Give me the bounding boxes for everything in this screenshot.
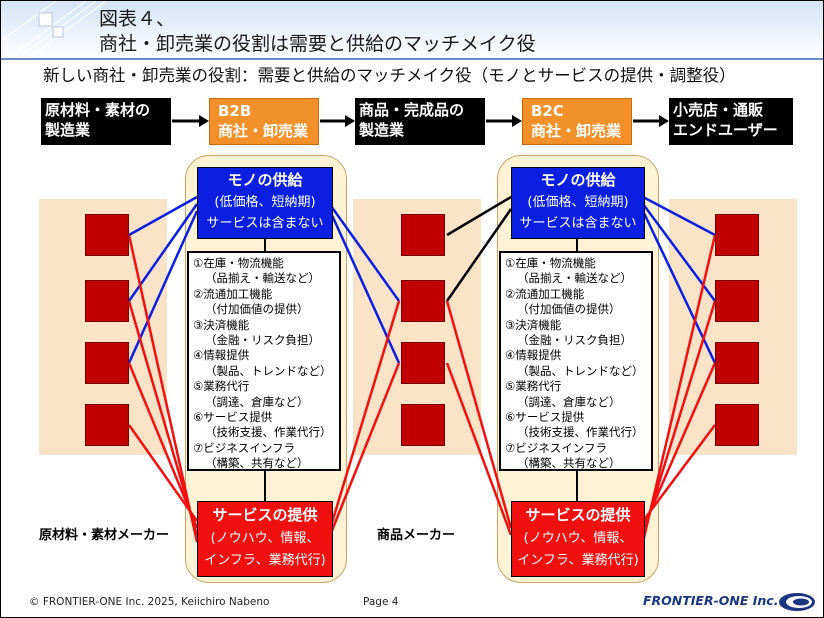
- function-7-detail: （構築、共有など）: [517, 456, 621, 471]
- header-divider: [1, 58, 823, 60]
- product-maker-square-1: [401, 214, 445, 256]
- stage-retail-enduser: 小売店・通販 エンドユーザー: [669, 98, 793, 145]
- b2b-functions-list: ①在庫・物流機能 （品揃え・輸送など） ②流通加工機能 （付加価値の提供） ③決…: [187, 251, 341, 471]
- function-2: ②流通加工機能: [505, 286, 585, 301]
- goods-supply-title: モノの供給: [227, 171, 303, 189]
- raw-maker-square-4: [85, 404, 129, 446]
- function-3: ③決済機能: [505, 317, 562, 332]
- stage4-line1: B2C: [531, 102, 564, 120]
- header-logo-graphic: [1, 1, 107, 57]
- stage2-line2: 商社・卸売業: [218, 122, 309, 140]
- function-5-detail: （調達、倉庫など）: [205, 394, 309, 409]
- function-4-detail: （製品、トレンドなど）: [517, 363, 644, 378]
- b2b-service-supply: サービスの提供 (ノウハウ、情報、 インフラ、業務代行): [197, 501, 333, 577]
- goods-supply-title: モノの供給: [540, 171, 616, 189]
- function-1-detail: （品揃え・輸送など）: [205, 271, 320, 286]
- stage3-line2: 製造業: [359, 121, 405, 139]
- stage1-line2: 製造業: [45, 121, 91, 139]
- b2c-functions-list: ①在庫・物流機能 （品揃え・輸送など） ②流通加工機能 （付加価値の提供） ③決…: [499, 251, 653, 471]
- function-6: ⑥サービス提供: [505, 410, 585, 425]
- function-3-detail: （金融・リスク負担）: [205, 333, 320, 348]
- stage-raw-material-maker: 原材料・素材の 製造業: [41, 98, 171, 145]
- footer-logo-icon: [779, 593, 815, 611]
- footer-copyright: © FRONTIER-ONE Inc. 2025, Keiichiro Nabe…: [29, 596, 270, 608]
- function-1: ①在庫・物流機能: [193, 256, 284, 270]
- function-3-detail: （金融・リスク負担）: [517, 333, 632, 348]
- title-line2: 商社・卸売業の役割は需要と供給のマッチメイク役: [99, 33, 536, 55]
- subtitle: 新しい商社・卸売業の役割：需要と供給のマッチメイク役（モノとサービスの提供・調整…: [43, 66, 736, 85]
- service-supply-line2: (ノウハウ、情報、: [210, 531, 320, 546]
- stage-product-maker: 商品・完成品の 製造業: [355, 98, 485, 145]
- function-2-detail: （付加価値の提供）: [205, 302, 309, 317]
- footer-logo-text: FRONTIER-ONE Inc.: [643, 593, 779, 608]
- header-band: 図表４、 商社・卸売業の役割は需要と供給のマッチメイク役: [1, 1, 823, 59]
- function-6-detail: （技術支援、作業代行）: [205, 425, 332, 440]
- retail-square-4: [715, 404, 759, 446]
- stage-b2c-trader: B2C 商社・卸売業: [522, 98, 632, 145]
- stage3-line1: 商品・完成品の: [359, 101, 465, 119]
- stage5-line1: 小売店・通販: [673, 101, 764, 119]
- service-supply-title: サービスの提供: [525, 506, 631, 524]
- service-supply-line3: インフラ、業務代行): [517, 553, 639, 568]
- goods-supply-line2: (低価格、短納期): [214, 195, 316, 210]
- function-2-detail: （付加価値の提供）: [517, 302, 621, 317]
- function-1-detail: （品揃え・輸送など）: [517, 271, 632, 286]
- b2b-goods-supply: モノの供給 (低価格、短納期) サービスは含まない: [197, 167, 333, 239]
- function-4: ④情報提供: [505, 348, 562, 363]
- service-supply-line2: (ノウハウ、情報、: [523, 531, 633, 546]
- function-6: ⑥サービス提供: [193, 410, 273, 425]
- goods-supply-line3: サービスは含まない: [519, 216, 637, 231]
- function-7: ⑦ビジネスインフラ: [505, 440, 607, 455]
- function-6-detail: （技術支援、作業代行）: [517, 425, 644, 440]
- product-maker-label: 商品メーカー: [377, 528, 456, 543]
- raw-maker-label: 原材料・素材メーカー: [39, 528, 170, 543]
- service-supply-title: サービスの提供: [212, 506, 318, 524]
- goods-supply-line2: (低価格、短納期): [527, 195, 629, 210]
- raw-maker-square-1: [85, 214, 129, 256]
- stage5-line2: エンドユーザー: [673, 121, 778, 139]
- stage1-line1: 原材料・素材の: [45, 101, 151, 119]
- b2c-service-supply: サービスの提供 (ノウハウ、情報、 インフラ、業務代行): [511, 501, 645, 577]
- function-5: ⑤業務代行: [193, 379, 250, 394]
- stage-b2b-trader: B2B 商社・卸売業: [209, 98, 319, 145]
- function-4-detail: （製品、トレンドなど）: [205, 363, 332, 378]
- function-3: ③決済機能: [193, 317, 250, 332]
- function-1: ①在庫・物流機能: [505, 256, 596, 270]
- stage2-line1: B2B: [218, 102, 252, 120]
- function-5-detail: （調達、倉庫など）: [517, 394, 621, 409]
- function-7: ⑦ビジネスインフラ: [193, 440, 295, 455]
- product-maker-square-4: [401, 404, 445, 446]
- retail-square-3: [715, 342, 759, 384]
- raw-maker-square-2: [85, 280, 129, 322]
- function-7-detail: （構築、共有など）: [205, 456, 309, 471]
- retail-square-2: [715, 280, 759, 322]
- service-supply-line3: インフラ、業務代行): [204, 553, 326, 568]
- retail-square-1: [715, 214, 759, 256]
- title-line1: 図表４、: [99, 8, 176, 30]
- product-maker-square-2: [401, 280, 445, 322]
- b2c-goods-supply: モノの供給 (低価格、短納期) サービスは含まない: [511, 167, 645, 239]
- goods-supply-line3: サービスは含まない: [206, 216, 324, 231]
- function-4: ④情報提供: [193, 348, 250, 363]
- function-5: ⑤業務代行: [505, 379, 562, 394]
- product-maker-square-3: [401, 342, 445, 384]
- function-2: ②流通加工機能: [193, 286, 273, 301]
- stage4-line2: 商社・卸売業: [531, 122, 622, 140]
- footer-page: Page 4: [363, 596, 399, 608]
- raw-maker-square-3: [85, 342, 129, 384]
- flow-arrows: [172, 115, 669, 127]
